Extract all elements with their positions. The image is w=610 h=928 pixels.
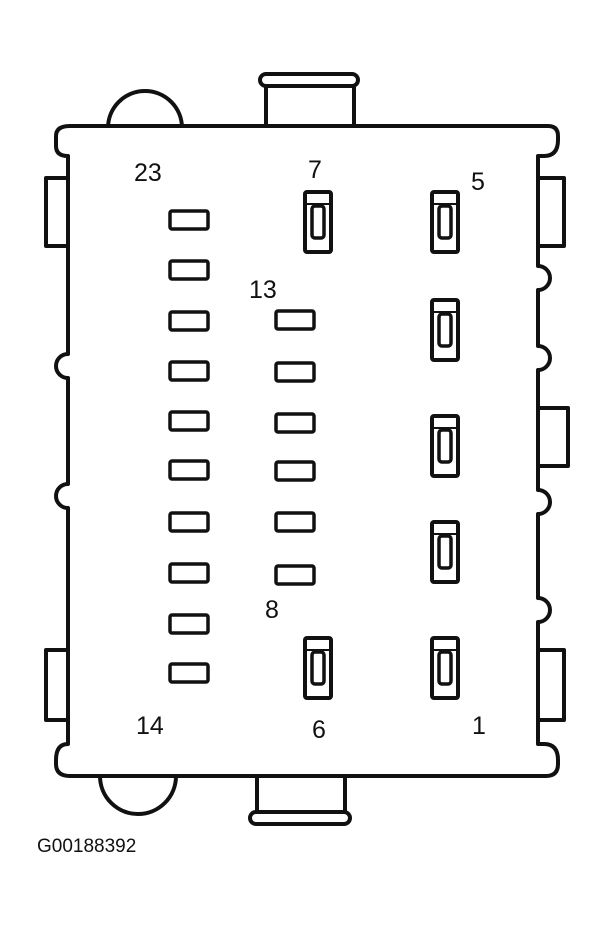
terminal-slot-small [168,360,210,382]
terminal-cavity-large [430,636,460,700]
pin-label-23: 23 [134,159,162,187]
bottom-latch-bump [98,774,178,816]
terminal-slot-small [274,309,316,331]
terminal-slot-small [168,562,210,584]
pin-label-5: 5 [471,168,485,196]
terminal-slot-small [168,310,210,332]
terminal-slot-small [274,460,316,482]
terminal-slot-small [168,613,210,635]
terminal-slot-small [168,511,210,533]
right-side-tab-middle [536,406,570,468]
left-side-tab-upper [44,176,70,248]
figure-id: G00188392 [37,836,136,857]
right-side-tab-upper [536,176,566,248]
terminal-slot-small [274,564,316,586]
terminal-slot-small [168,410,210,432]
terminal-cavity-large [303,636,333,700]
terminal-slot-small [168,662,210,684]
terminal-cavity-large [430,298,460,362]
right-side-tab-lower [536,648,566,722]
pin-label-14: 14 [136,712,164,740]
bottom-lock-tab-cap [248,810,352,826]
pin-label-7: 7 [308,156,322,184]
terminal-cavity-large [303,190,333,254]
terminal-slot-small [168,259,210,281]
terminal-slot-small [274,412,316,434]
top-lock-tab [264,80,356,130]
pin-label-8: 8 [265,596,279,624]
terminal-cavity-large [430,190,460,254]
top-lock-tab-cap [258,72,360,88]
terminal-cavity-large [430,414,460,478]
terminal-slot-small [168,459,210,481]
terminal-cavity-large [430,520,460,584]
terminal-slot-small [168,209,210,231]
pin-label-1: 1 [472,712,486,740]
pin-label-6: 6 [312,716,326,744]
pin-label-13: 13 [249,276,277,304]
terminal-slot-small [274,511,316,533]
left-side-tab-lower [44,648,70,722]
top-latch-bump [106,89,184,130]
terminal-slot-small [274,361,316,383]
